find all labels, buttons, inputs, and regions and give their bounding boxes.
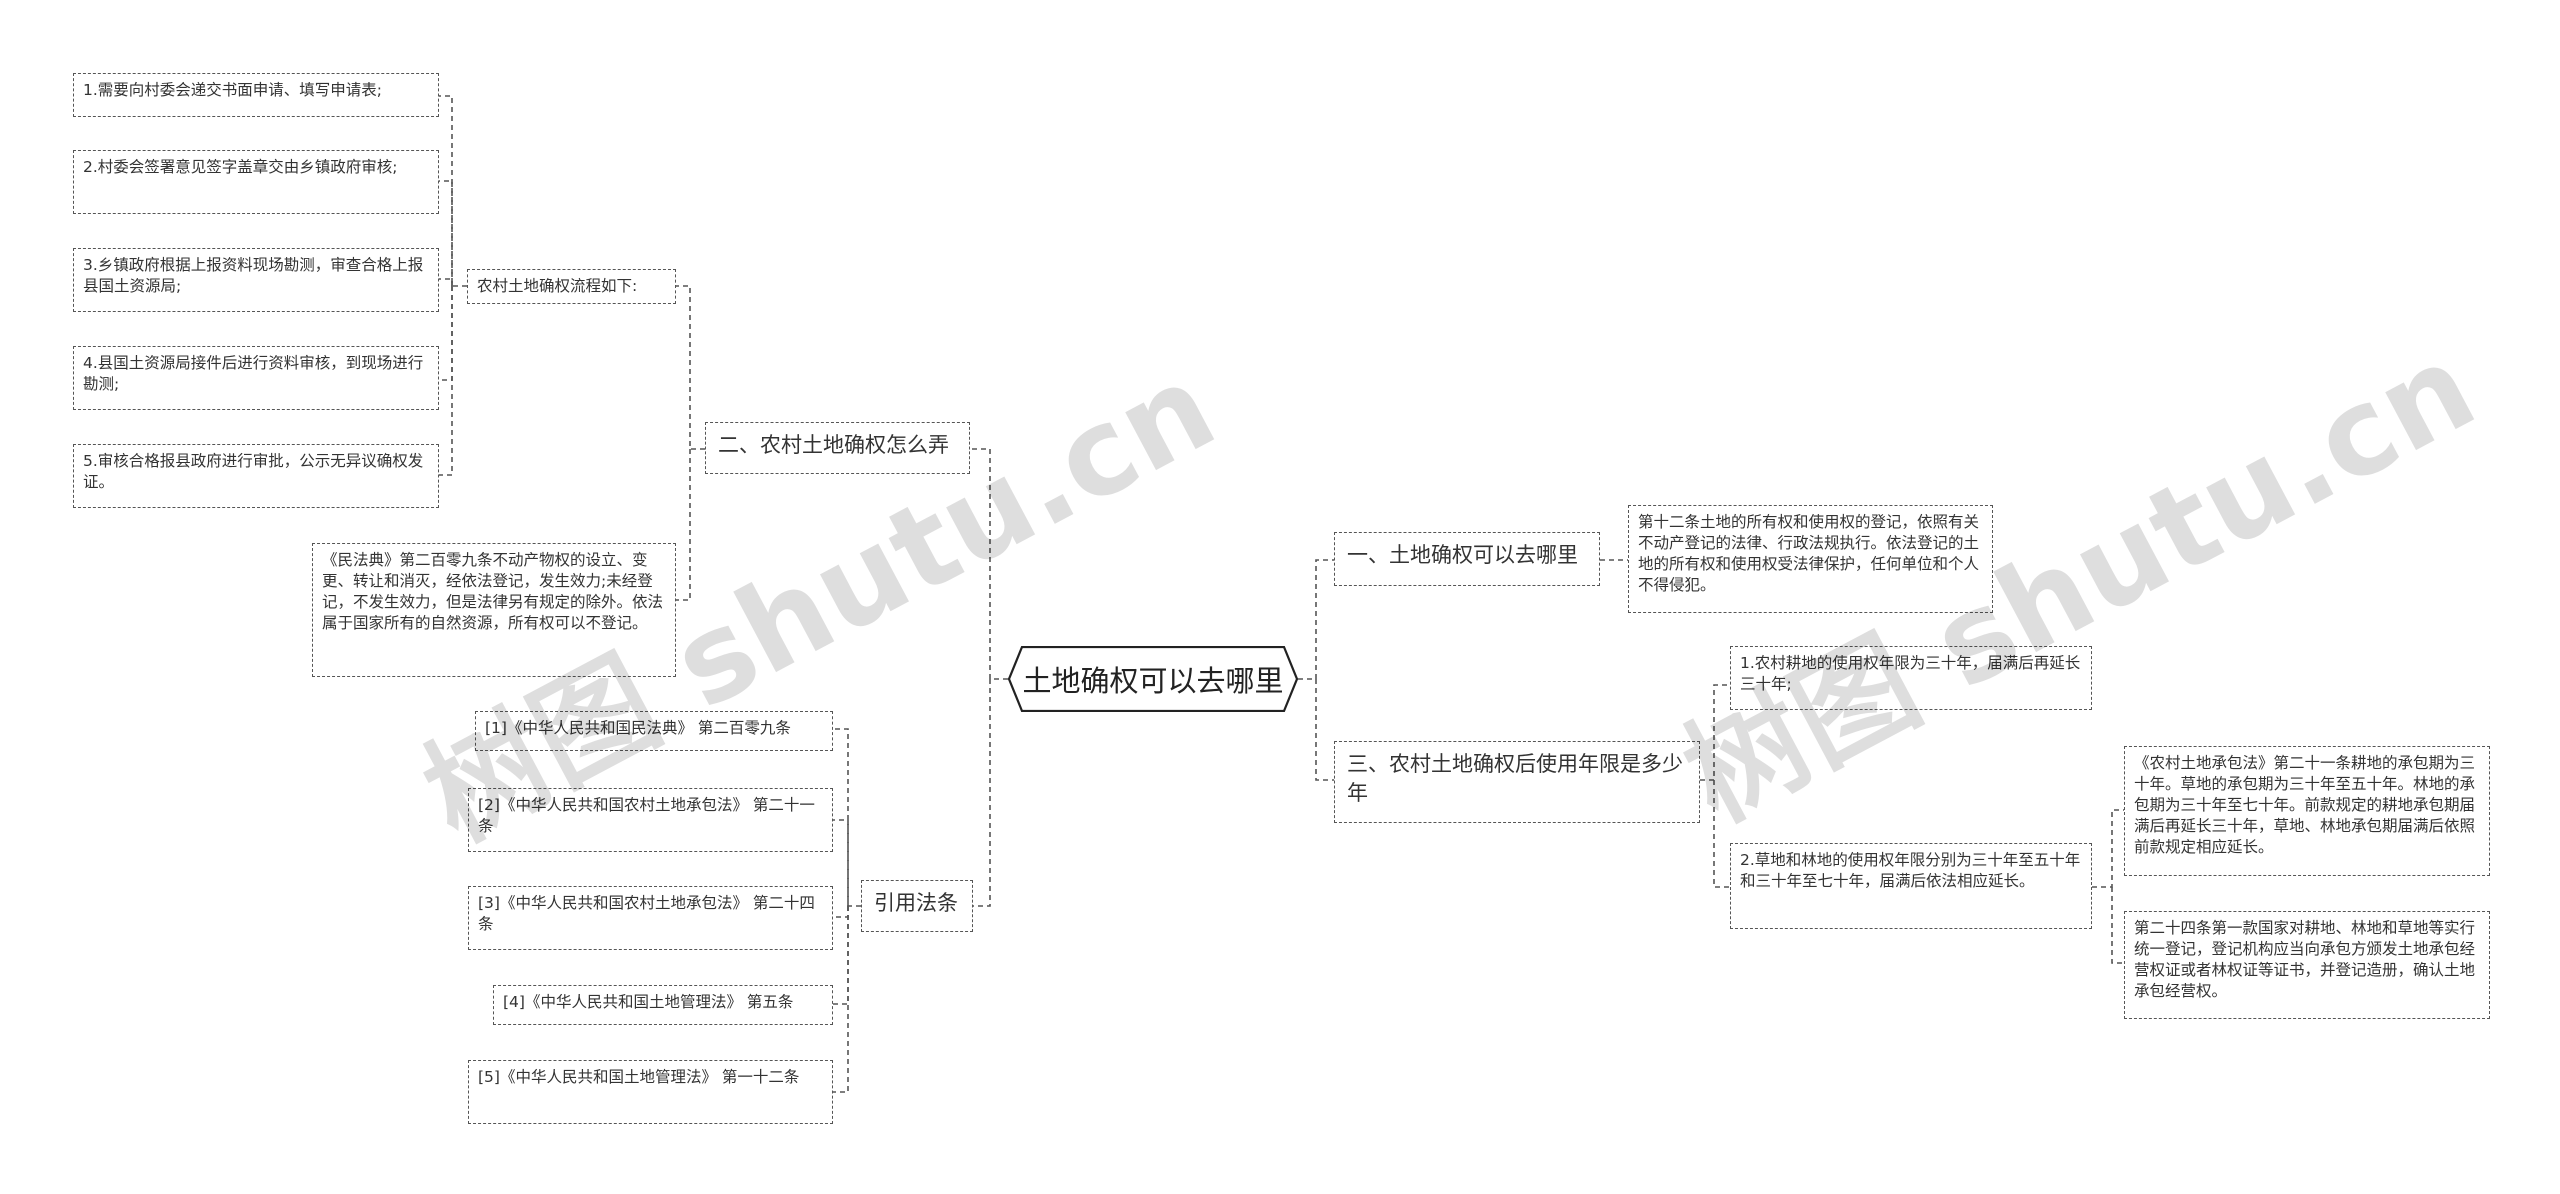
node-text: 4.县国土资源局接件后进行资料审核，到现场进行勘测; [83, 354, 424, 393]
branch-usage-years[interactable]: 三、农村土地确权后使用年限是多少年 [1334, 741, 1700, 823]
node-law-ref-1[interactable]: [1]《中华人民共和国民法典》 第二百零九条 [475, 711, 833, 751]
node-step-1[interactable]: 1.需要向村委会递交书面申请、填写申请表; [73, 73, 439, 117]
branch-label: 三、农村土地确权后使用年限是多少年 [1347, 752, 1683, 806]
node-step-2[interactable]: 2.村委会签署意见签字盖章交由乡镇政府审核; [73, 150, 439, 214]
node-text: 第十二条土地的所有权和使用权的登记，依照有关不动产登记的法律、行政法规执行。依法… [1638, 513, 1980, 594]
node-grass-forest-term[interactable]: 2.草地和林地的使用权年限分别为三十年至五十年和三十年至七十年，届满后依法相应延… [1730, 843, 2092, 929]
root-label: 土地确权可以去哪里 [1022, 664, 1284, 698]
node-text: 2.草地和林地的使用权年限分别为三十年至五十年和三十年至七十年，届满后依法相应延… [1740, 851, 2081, 890]
node-text: 1.农村耕地的使用权年限为三十年，届满后再延长三十年; [1740, 654, 2081, 693]
node-text: 《农村土地承包法》第二十一条耕地的承包期为三十年。草地的承包期为三十年至五十年。… [2134, 754, 2476, 856]
root-node[interactable]: 土地确权可以去哪里 [1008, 646, 1298, 712]
node-farmland-term[interactable]: 1.农村耕地的使用权年限为三十年，届满后再延长三十年; [1730, 646, 2092, 710]
node-text: 2.村委会签署意见签字盖章交由乡镇政府审核; [83, 158, 398, 176]
node-law-article-21[interactable]: 《农村土地承包法》第二十一条耕地的承包期为三十年。草地的承包期为三十年至五十年。… [2124, 746, 2490, 876]
branch-label: 引用法条 [874, 891, 958, 915]
node-text: 1.需要向村委会递交书面申请、填写申请表; [83, 81, 383, 99]
branch-where-to-register[interactable]: 一、土地确权可以去哪里 [1334, 532, 1600, 586]
node-article-12-text[interactable]: 第十二条土地的所有权和使用权的登记，依照有关不动产登记的法律、行政法规执行。依法… [1628, 505, 1993, 613]
root-hexagon-shape [1008, 646, 1298, 712]
node-step-5[interactable]: 5.审核合格报县政府进行审批，公示无异议确权发证。 [73, 444, 439, 508]
branch-how-to-register[interactable]: 二、农村土地确权怎么弄 [705, 422, 970, 474]
branch-label: 二、农村土地确权怎么弄 [718, 433, 949, 457]
branch-label: 一、土地确权可以去哪里 [1347, 543, 1578, 567]
node-step-4[interactable]: 4.县国土资源局接件后进行资料审核，到现场进行勘测; [73, 346, 439, 410]
node-text: [3]《中华人民共和国农村土地承包法》 第二十四条 [478, 894, 815, 933]
node-process-title[interactable]: 农村土地确权流程如下: [467, 269, 676, 304]
node-text: 《民法典》第二百零九条不动产物权的设立、变更、转让和消灭，经依法登记，发生效力;… [322, 551, 664, 632]
node-law-ref-2[interactable]: [2]《中华人民共和国农村土地承包法》 第二十一条 [468, 788, 833, 852]
node-step-3[interactable]: 3.乡镇政府根据上报资料现场勘测，审查合格上报县国土资源局; [73, 248, 439, 312]
branch-cited-laws[interactable]: 引用法条 [861, 880, 973, 932]
node-text: [4]《中华人民共和国土地管理法》 第五条 [503, 993, 794, 1011]
node-text: 3.乡镇政府根据上报资料现场勘测，审查合格上报县国土资源局; [83, 256, 424, 295]
node-text: 农村土地确权流程如下: [477, 277, 638, 295]
node-text: 5.审核合格报县政府进行审批，公示无异议确权发证。 [83, 452, 424, 491]
node-law-ref-3[interactable]: [3]《中华人民共和国农村土地承包法》 第二十四条 [468, 886, 833, 950]
node-text: [5]《中华人民共和国土地管理法》 第一十二条 [478, 1068, 800, 1086]
node-text: [1]《中华人民共和国民法典》 第二百零九条 [485, 719, 791, 737]
node-text: 第二十四条第一款国家对耕地、林地和草地等实行统一登记，登记机构应当向承包方颁发土… [2134, 919, 2476, 1000]
node-text: [2]《中华人民共和国农村土地承包法》 第二十一条 [478, 796, 815, 835]
node-law-ref-5[interactable]: [5]《中华人民共和国土地管理法》 第一十二条 [468, 1060, 833, 1124]
node-law-ref-4[interactable]: [4]《中华人民共和国土地管理法》 第五条 [493, 985, 833, 1025]
node-law-article-24[interactable]: 第二十四条第一款国家对耕地、林地和草地等实行统一登记，登记机构应当向承包方颁发土… [2124, 911, 2490, 1019]
node-civil-code-209[interactable]: 《民法典》第二百零九条不动产物权的设立、变更、转让和消灭，经依法登记，发生效力;… [312, 543, 676, 677]
